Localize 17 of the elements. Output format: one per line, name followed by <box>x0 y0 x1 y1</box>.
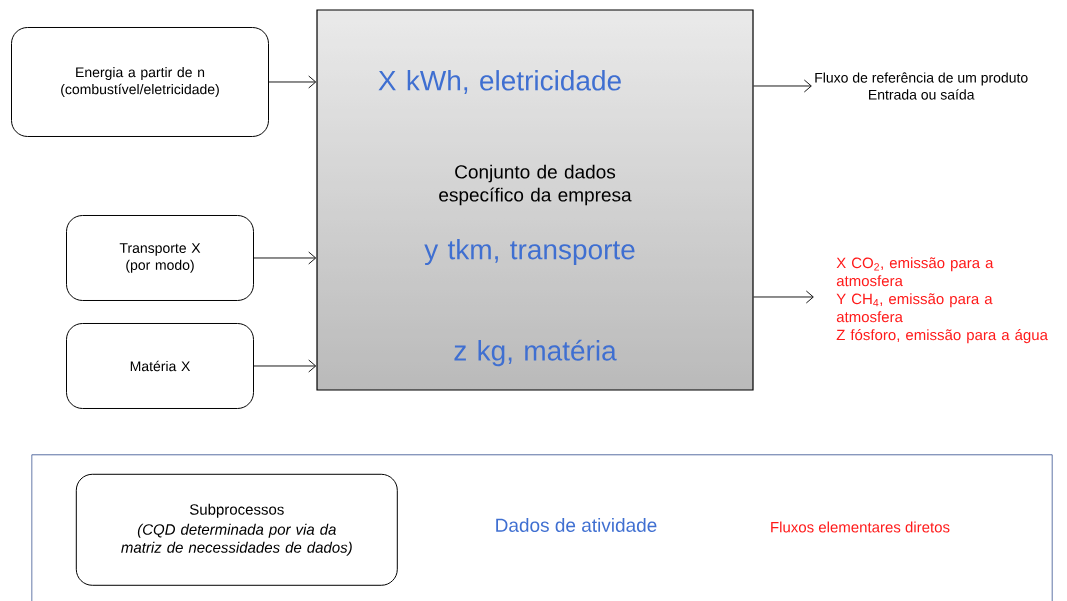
input-box: Energia a partir de n (combustível/eletricidade) <box>11 27 269 137</box>
activity-text: X kWh, eletricidade <box>378 70 621 94</box>
description-text: Conjunto de dados específico da empresa <box>439 164 632 206</box>
legend-text: Fluxos elementares diretos <box>771 521 950 533</box>
process-box: Subprocessos (CQD determinada por via da matriz de necessidades de dados) <box>75 473 398 586</box>
arrow <box>253 251 317 265</box>
activity-text: z kg, matéria <box>454 339 617 367</box>
emission-text: X CO$_{2}$, emissão para a atmosfera Y CH$_{4}$, emissão para a atmosfera Z fósforo, emissão para a água <box>836 257 1048 344</box>
output-text: Fluxo de referência de um produto Entrada ou saída <box>815 72 1028 100</box>
arrow <box>753 290 814 304</box>
arrow <box>753 79 812 93</box>
arrow <box>268 75 317 89</box>
input-box: Transporte X (por modo) <box>66 215 254 301</box>
input-box: Matéria X <box>66 323 254 409</box>
arrow <box>253 359 317 373</box>
activity-text: y tkm, transporte <box>424 238 635 266</box>
legend-text: Dados de atividade <box>496 518 657 532</box>
